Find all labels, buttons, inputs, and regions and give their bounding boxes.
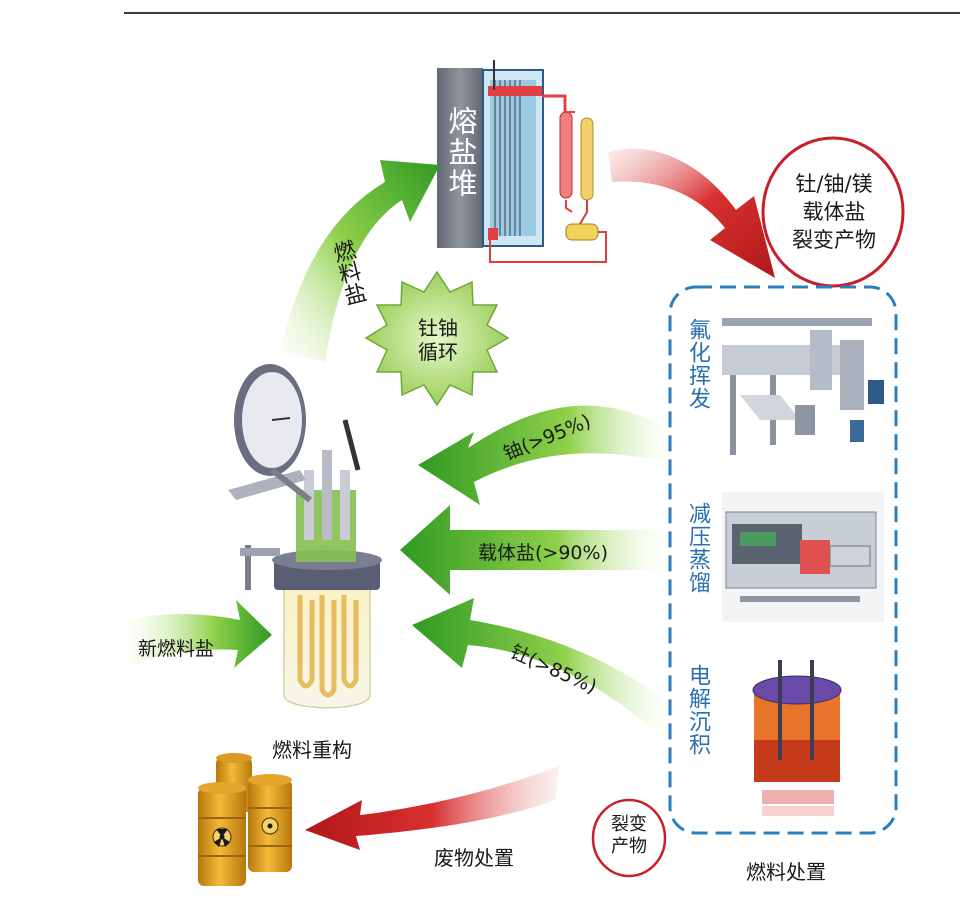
molten-salt-reactor-icon — [437, 60, 607, 263]
process-label-electrolysis: 电解沉积 — [685, 664, 710, 756]
fission-products-text: 钍/铀/镁 载体盐 裂变产物 — [778, 170, 890, 254]
cycle-badge-label: 钍铀循环 — [418, 316, 458, 364]
fission-line-2: 载体盐 — [802, 200, 866, 224]
fluorination-plant-icon — [722, 318, 884, 455]
fuel-rebuild-label: 燃料重构 — [272, 738, 352, 762]
reactor-vessel-icon — [228, 364, 382, 709]
fission-products-small-circle — [591, 798, 667, 878]
fission-products-circle — [761, 136, 905, 288]
uranium-return-arrow — [418, 405, 668, 505]
fuel-disposal-label: 燃料处置 — [746, 860, 826, 884]
fuel-salt-arrow — [280, 160, 440, 362]
fission-small-line-2: 产物 — [611, 836, 647, 857]
fission-line-1: 钍/铀/镁 — [795, 172, 873, 196]
reactor-label: 熔盐堆 — [444, 106, 478, 199]
carrier-salt-return-arrow — [400, 505, 662, 595]
thorium-return-arrow — [412, 598, 665, 740]
waste-disposal-label: 废物处置 — [434, 846, 514, 870]
distillation-unit-icon — [722, 492, 884, 622]
fission-small-text: 裂变 产物 — [605, 814, 653, 858]
pressure-gauge-icon — [234, 364, 312, 503]
process-label-fluorination: 氟化挥发 — [685, 318, 710, 410]
fission-line-3: 裂变产物 — [792, 228, 876, 252]
cycle-badge-text: 钍铀循环 — [404, 316, 472, 364]
to-processing-arrow — [608, 148, 775, 278]
carrier-salt-return-label: 载体盐(>90%) — [478, 542, 608, 564]
to-waste-arrow — [305, 765, 560, 850]
new-fuel-salt-arrow — [128, 600, 272, 668]
process-label-distillation: 减压蒸馏 — [685, 502, 710, 594]
top-rule — [124, 12, 960, 14]
thorium-uranium-cycle-badge — [364, 270, 510, 407]
electrolysis-cell-icon — [752, 660, 842, 816]
fission-small-line-1: 裂变 — [611, 814, 647, 835]
new-fuel-salt-label: 新燃料盐 — [138, 638, 215, 660]
radioactive-barrels-icon — [198, 753, 292, 886]
fuel-disposal-box — [668, 285, 898, 835]
